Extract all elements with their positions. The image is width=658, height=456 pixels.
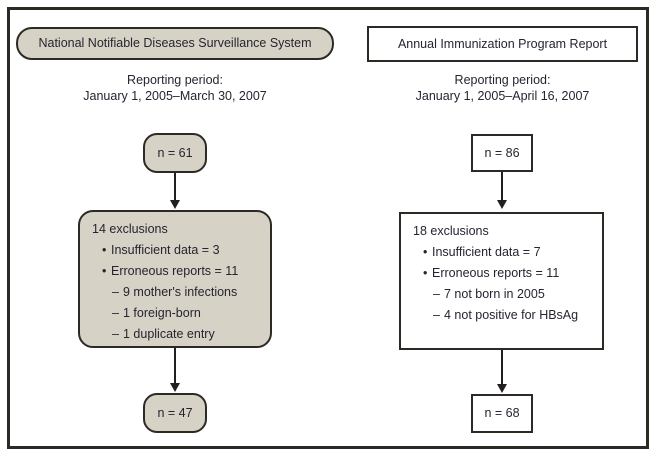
- right-exclusion-subitem-text: 4 not positive for HBsAg: [444, 308, 579, 322]
- bullet-icon: •: [102, 264, 107, 278]
- left-top-down-arrow-icon: [170, 173, 180, 209]
- right-source-box: Annual Immunization Program Report: [367, 26, 638, 62]
- left-exclusion-subitem-text: 1 foreign-born: [123, 306, 201, 320]
- right-reporting-period-label: Reporting period:: [454, 73, 551, 87]
- left-source-title: National Notifiable Diseases Surveillanc…: [38, 36, 312, 50]
- left-reporting-period: Reporting period: January 1, 2005–March …: [16, 72, 334, 104]
- left-bottom-down-arrow-icon: [170, 348, 180, 392]
- arrow-head: [497, 384, 507, 393]
- left-reporting-period-dates: January 1, 2005–March 30, 2007: [83, 89, 267, 103]
- left-reporting-period-label: Reporting period:: [127, 73, 223, 87]
- arrow-shaft: [174, 173, 176, 200]
- right-exclusions-box: 18 exclusions • Insufficient data = 7 • …: [399, 212, 604, 350]
- right-exclusion-subitem-text: 7 not born in 2005: [444, 287, 545, 301]
- left-exclusion-item: • Insufficient data = 3: [92, 240, 264, 261]
- bullet-icon: •: [102, 243, 107, 257]
- arrow-head: [170, 200, 180, 209]
- left-exclusion-subitem: – 9 mother's infections: [92, 282, 264, 303]
- right-source-title: Annual Immunization Program Report: [397, 36, 608, 51]
- dash-icon: –: [433, 287, 440, 301]
- left-initial-count-box: n = 61: [143, 133, 207, 173]
- dash-icon: –: [112, 306, 119, 320]
- left-final-count: n = 47: [157, 405, 193, 420]
- right-exclusion-item: • Erroneous reports = 11: [413, 263, 596, 284]
- arrow-shaft: [174, 348, 176, 383]
- arrow-head: [497, 200, 507, 209]
- arrow-shaft: [501, 172, 503, 200]
- right-final-count-box: n = 68: [471, 394, 533, 433]
- dash-icon: –: [112, 285, 119, 299]
- dash-icon: –: [112, 327, 119, 341]
- left-exclusions-box: 14 exclusions • Insufficient data = 3 • …: [78, 210, 272, 348]
- left-initial-count: n = 61: [157, 145, 193, 160]
- left-exclusion-subitem-text: 9 mother's infections: [123, 285, 238, 299]
- right-exclusion-subitem: – 7 not born in 2005: [413, 284, 596, 305]
- right-reporting-period-dates: January 1, 2005–April 16, 2007: [415, 89, 590, 103]
- right-reporting-period: Reporting period: January 1, 2005–April …: [367, 72, 638, 104]
- left-exclusion-subitem-text: 1 duplicate entry: [123, 327, 215, 341]
- left-exclusion-subitem: – 1 foreign-born: [92, 303, 264, 324]
- dash-icon: –: [433, 308, 440, 322]
- left-source-box: National Notifiable Diseases Surveillanc…: [16, 27, 334, 60]
- right-exclusion-subitem: – 4 not positive for HBsAg: [413, 305, 596, 326]
- right-exclusion-item: • Insufficient data = 7: [413, 242, 596, 263]
- arrow-shaft: [501, 350, 503, 384]
- right-exclusion-item-text: Insufficient data = 7: [432, 245, 541, 259]
- right-exclusions-header: 18 exclusions: [413, 224, 489, 238]
- arrow-head: [170, 383, 180, 392]
- bullet-icon: •: [423, 245, 428, 259]
- left-exclusion-subitem: – 1 duplicate entry: [92, 324, 264, 345]
- bullet-icon: •: [423, 266, 428, 280]
- right-initial-count: n = 86: [484, 145, 520, 160]
- right-initial-count-box: n = 86: [471, 134, 533, 172]
- left-exclusion-item-text: Erroneous reports = 11: [111, 264, 239, 278]
- left-final-count-box: n = 47: [143, 393, 207, 433]
- right-exclusion-item-text: Erroneous reports = 11: [432, 266, 560, 280]
- figure-border-frame: [7, 7, 649, 449]
- left-exclusion-item: • Erroneous reports = 11: [92, 261, 264, 282]
- right-final-count: n = 68: [484, 406, 520, 420]
- left-exclusion-item-text: Insufficient data = 3: [111, 243, 220, 257]
- left-exclusions-header: 14 exclusions: [92, 222, 168, 236]
- right-top-down-arrow-icon: [497, 172, 507, 209]
- right-bottom-down-arrow-icon: [497, 350, 507, 393]
